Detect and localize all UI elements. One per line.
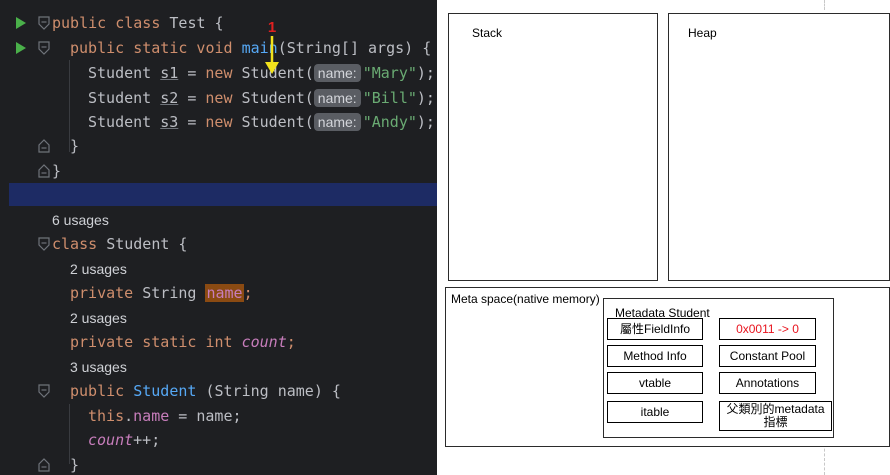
code-text: public class Test { (52, 14, 224, 32)
param-hint: name: (313, 89, 361, 107)
code-line: Student s3 = new Student(name:"Andy"); (0, 110, 437, 134)
code-line: count++; (0, 428, 437, 452)
heap-label: Heap (688, 26, 717, 40)
usages-hint[interactable]: 6 usages (52, 212, 109, 228)
fold-icon[interactable] (38, 41, 50, 55)
meta-space-label: Meta space(native memory) (451, 292, 600, 306)
code-line: } (0, 453, 437, 475)
usages-hint[interactable]: 2 usages (70, 310, 127, 326)
method-info-cell: Method Info (607, 345, 703, 367)
code-line: Student s1 = new Student(name:"Mary"); (0, 61, 437, 85)
param-hint: name: (313, 64, 361, 82)
code-text: Student s1 = new Student(name:"Mary"); (88, 64, 435, 82)
code-editor[interactable]: public class Test { public static void m… (0, 0, 437, 475)
constant-pool-cell: Constant Pool (719, 345, 816, 367)
code-line: private static int count; (0, 330, 437, 354)
fold-icon[interactable] (38, 16, 50, 30)
param-hint: name: (313, 113, 361, 131)
fold-end-icon[interactable] (38, 164, 50, 178)
fold-end-icon[interactable] (38, 458, 50, 472)
fold-icon[interactable] (38, 237, 50, 251)
down-arrow-icon (265, 36, 279, 74)
indent-guide (69, 404, 70, 464)
highlighted-field-name: name (205, 284, 244, 302)
code-line: public class Test { (0, 11, 437, 35)
field-info-cell: 屬性FieldInfo (607, 318, 703, 340)
code-line: } (0, 134, 437, 158)
code-line: } (0, 159, 437, 183)
usages-hint[interactable]: 2 usages (70, 261, 127, 277)
code-text: } (70, 137, 80, 155)
code-line: public Student (String name) { (0, 379, 437, 403)
usages-hint[interactable]: 3 usages (70, 359, 127, 375)
code-text: Student s3 = new Student(name:"Andy"); (88, 113, 435, 131)
fold-icon[interactable] (38, 384, 50, 398)
step-marker: 1 (262, 19, 282, 77)
count-value-cell: 0x0011 -> 0 (719, 318, 816, 340)
code-text: public static void main(String[] args) { (70, 39, 432, 57)
parent-metadata-cell: 父類別的metadata指標 (719, 401, 832, 431)
code-text: private String name; (70, 284, 253, 302)
step-number: 1 (267, 19, 277, 36)
vtable-cell: vtable (607, 372, 703, 394)
selected-line-highlight (9, 183, 437, 206)
stack-box: Stack (448, 13, 658, 281)
divider-dashed (824, 0, 825, 10)
code-line: class Student { (0, 232, 437, 256)
code-text: this.name = name; (88, 407, 242, 425)
code-text: private static int count; (70, 333, 296, 351)
code-line: public static void main(String[] args) { (0, 36, 437, 60)
code-line: Student s2 = new Student(name:"Bill"); (0, 86, 437, 110)
code-text: public Student (String name) { (70, 382, 341, 400)
heap-box: Heap (668, 13, 890, 281)
run-main-icon[interactable] (16, 42, 26, 54)
code-line: private String name; (0, 281, 437, 305)
code-text: } (70, 456, 80, 474)
fold-end-icon[interactable] (38, 139, 50, 153)
code-text: class Student { (52, 235, 188, 253)
itable-cell: itable (607, 401, 703, 423)
code-text: Student s2 = new Student(name:"Bill"); (88, 89, 435, 107)
code-line: this.name = name; (0, 404, 437, 428)
divider-dashed (824, 444, 825, 475)
stack-label: Stack (472, 26, 503, 40)
metadata-title: Metadata Student (615, 306, 710, 320)
code-text: count++; (88, 431, 161, 449)
annotations-cell: Annotations (719, 372, 816, 394)
run-class-icon[interactable] (16, 17, 26, 29)
indent-guide (69, 60, 70, 152)
code-text: } (52, 162, 62, 180)
